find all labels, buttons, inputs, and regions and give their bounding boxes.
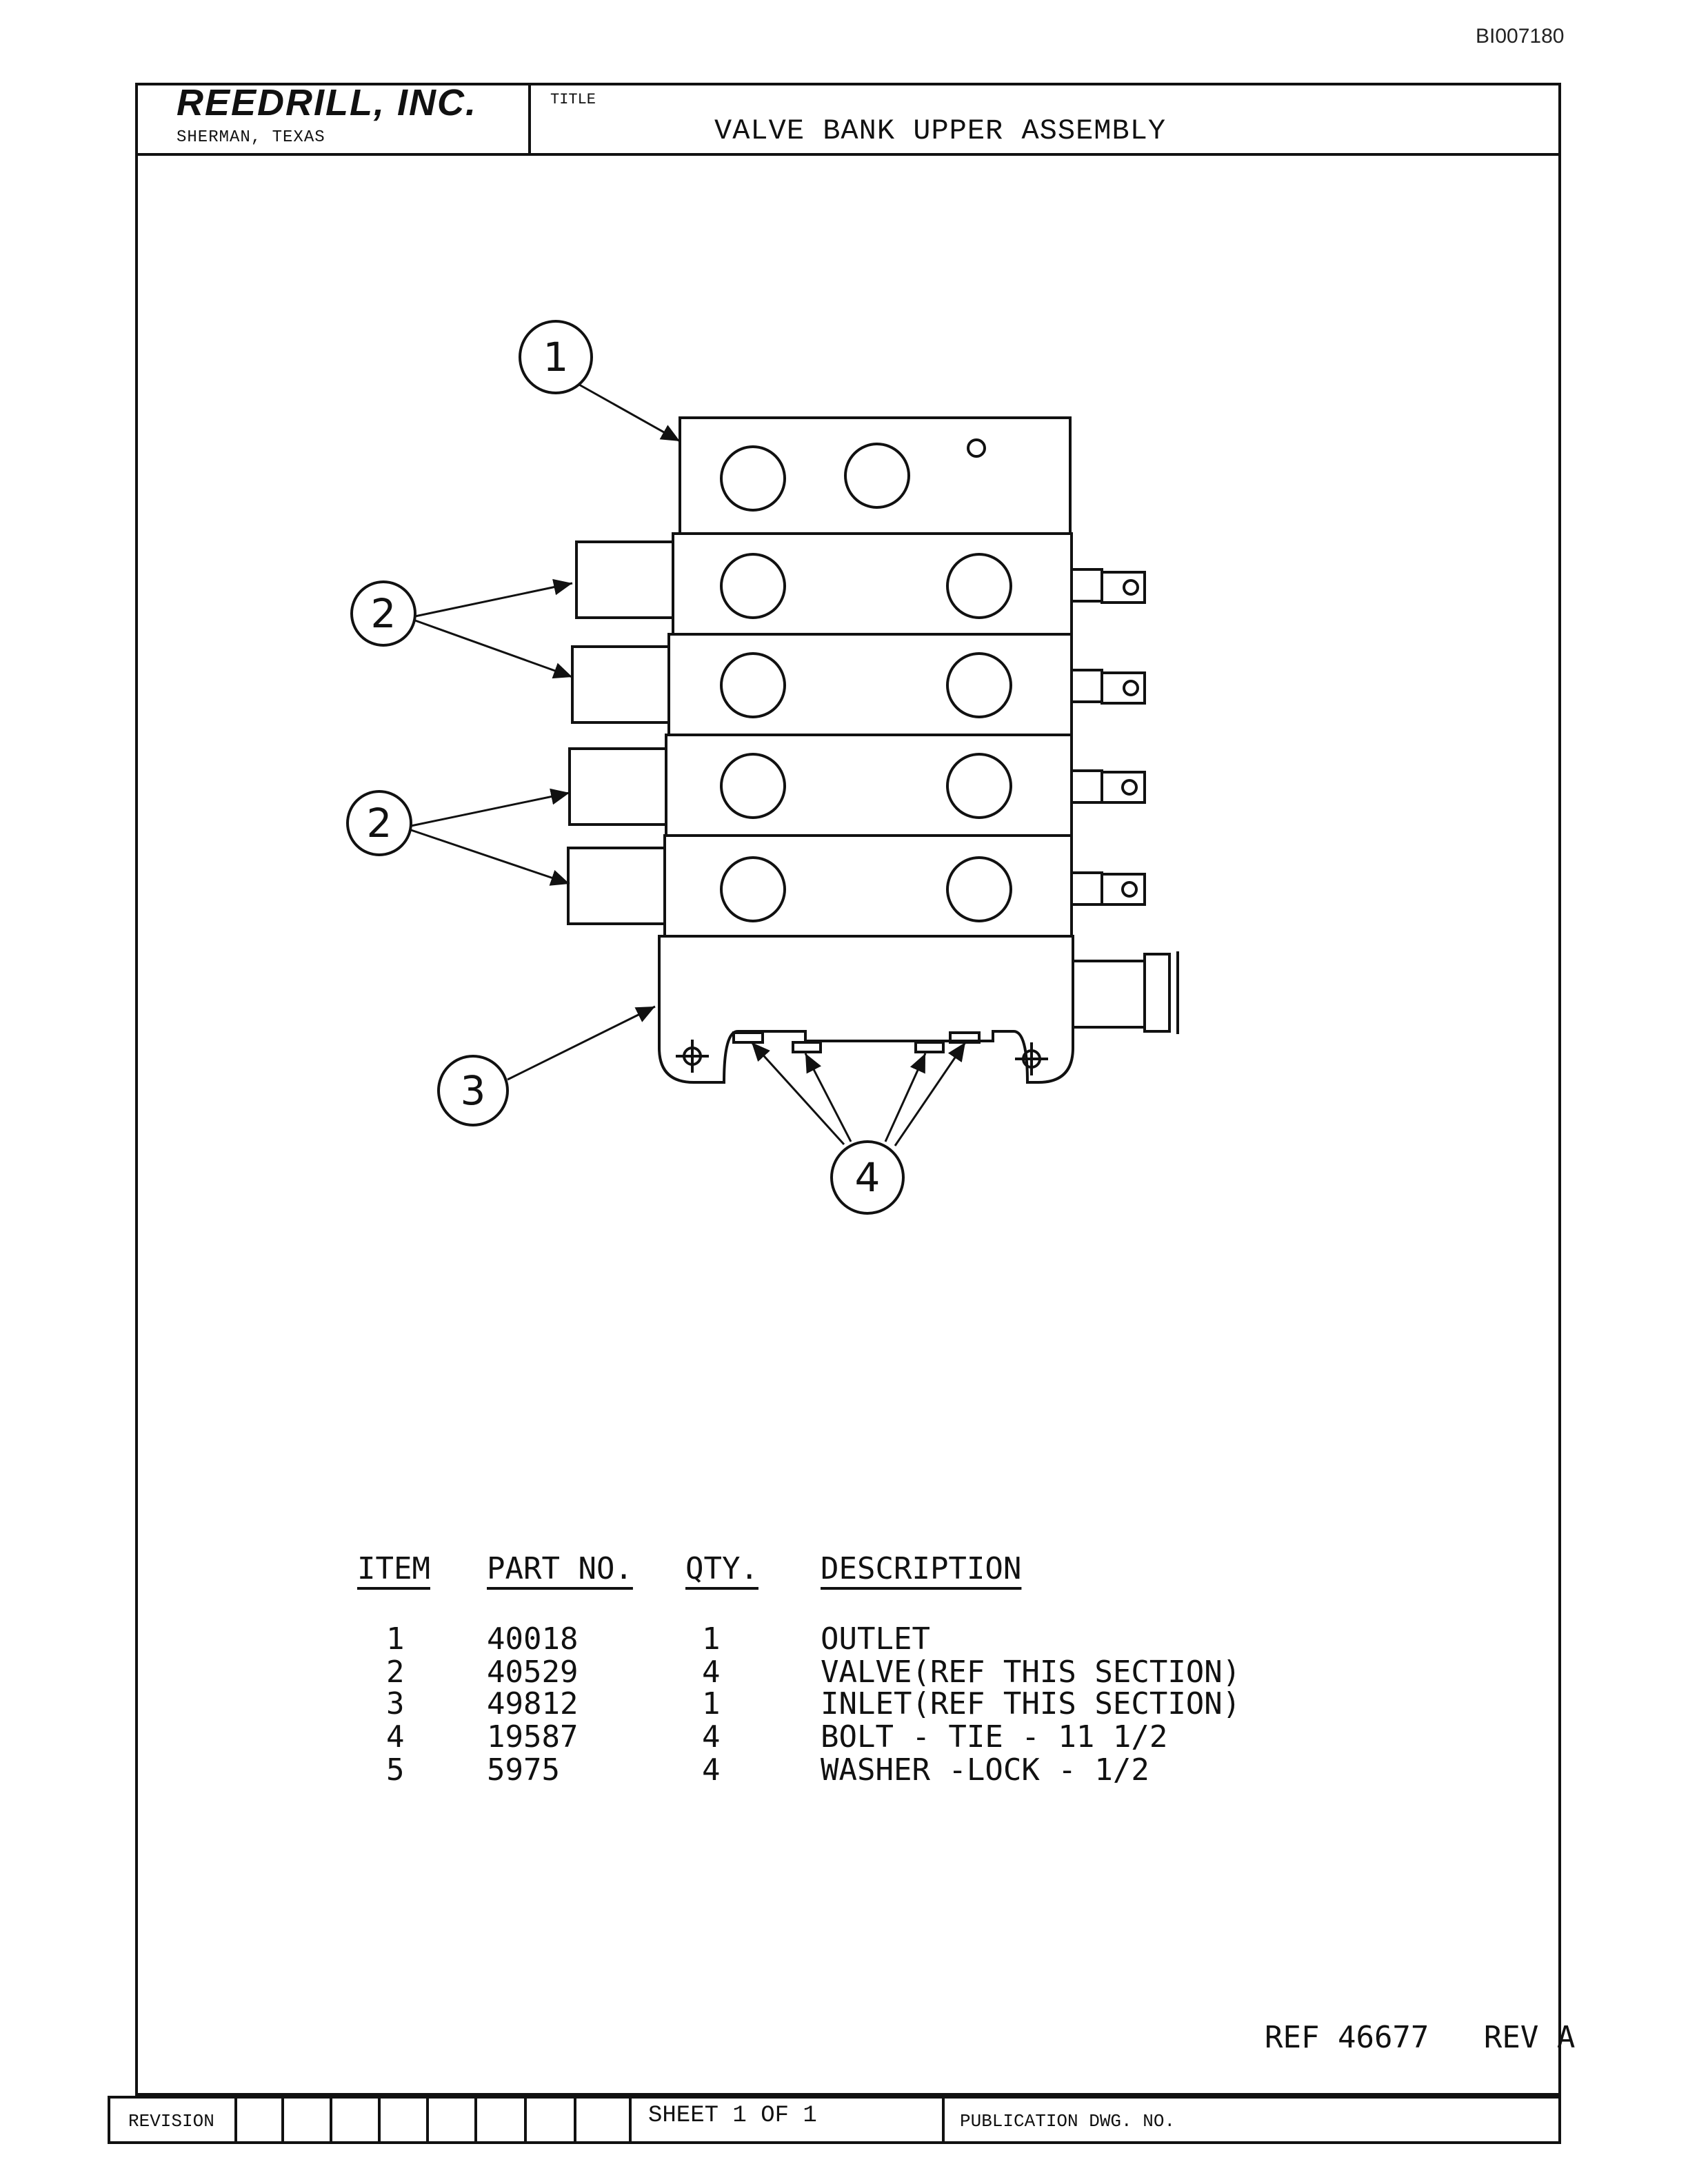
col-header-part-no: PART NO. (487, 1551, 633, 1586)
row-5-item: 5 (386, 1752, 405, 1788)
row-4-item: 4 (386, 1719, 405, 1755)
row-4-description: BOLT - TIE - 11 1/2 (821, 1719, 1168, 1755)
footer-strip (108, 2096, 1561, 2144)
inlet-block (658, 935, 1179, 1084)
publication-label: PUBLICATION DWG. NO. (960, 2111, 1176, 2132)
callout-circle-4 (830, 1140, 905, 1215)
revision-cell-divider (330, 2096, 332, 2144)
row-3-qty: 1 (702, 1686, 721, 1721)
title-block-divider (528, 83, 531, 156)
revision-label: REVISION (128, 2111, 214, 2132)
row-3-item: 3 (386, 1686, 405, 1721)
company-name: REEDRILL, INC. (177, 82, 478, 123)
row-3-description: INLET(REF THIS SECTION) (821, 1686, 1241, 1721)
valve-section-2 (571, 633, 1146, 736)
outlet-block (679, 416, 1072, 535)
revision-cell-divider (426, 2096, 429, 2144)
title-block (135, 83, 1561, 156)
row-4-qty: 4 (702, 1719, 721, 1755)
row-2-qty: 4 (702, 1655, 721, 1690)
callout-3-label: 3 (461, 1067, 486, 1114)
row-1-qty: 1 (702, 1621, 721, 1657)
callout-2b-label: 2 (367, 800, 392, 847)
callout-circle-3 (437, 1055, 509, 1126)
callout-1-label: 1 (543, 334, 569, 381)
revision-cell-divider (474, 2096, 477, 2144)
row-5-qty: 4 (702, 1752, 721, 1788)
leader-arrows (410, 383, 967, 1146)
row-2-item: 2 (386, 1655, 405, 1690)
callout-circle-1 (519, 320, 593, 394)
col-header-item: ITEM (357, 1551, 430, 1586)
callout-2a-label: 2 (371, 590, 396, 637)
revision-cell-divider (281, 2096, 284, 2144)
row-1-item: 1 (386, 1621, 405, 1657)
drawing-sheet-border (135, 83, 1561, 2096)
col-header-qty: QTY. (685, 1551, 758, 1586)
callout-4-label: 4 (855, 1154, 881, 1201)
tie-bolt-heads (732, 1031, 981, 1053)
row-3-part-no: 49812 (487, 1686, 579, 1721)
row-5-part-no: 5975 (487, 1752, 560, 1788)
title-label: TITLE (550, 91, 596, 108)
valve-section-4 (567, 834, 1146, 938)
drawing-title: VALVE BANK UPPER ASSEMBLY (714, 114, 1167, 148)
row-5-description: WASHER -LOCK - 1/2 (821, 1752, 1149, 1788)
revision-cell-divider (378, 2096, 381, 2144)
row-2-part-no: 40529 (487, 1655, 579, 1690)
sheet-number: SHEET 1 OF 1 (648, 2103, 817, 2129)
revision-cell-divider (234, 2096, 237, 2144)
callout-circle-2a (350, 580, 416, 647)
valve-section-3 (568, 734, 1146, 837)
valve-section-1 (575, 532, 1146, 636)
row-4-part-no: 19587 (487, 1719, 579, 1755)
reference-revision: REF 46677 REV A (1265, 2020, 1576, 2055)
document-id: BI007180 (1476, 25, 1565, 48)
row-1-description: OUTLET (821, 1621, 930, 1657)
row-2-description: VALVE(REF THIS SECTION) (821, 1655, 1241, 1690)
publication-divider (942, 2096, 945, 2144)
row-1-part-no: 40018 (487, 1621, 579, 1657)
callout-circle-2b (346, 790, 412, 856)
revision-cell-divider (574, 2096, 576, 2144)
sheet-divider (629, 2096, 632, 2144)
company-location: SHERMAN, TEXAS (177, 128, 325, 147)
revision-cell-divider (524, 2096, 527, 2144)
col-header-description: DESCRIPTION (821, 1551, 1022, 1586)
